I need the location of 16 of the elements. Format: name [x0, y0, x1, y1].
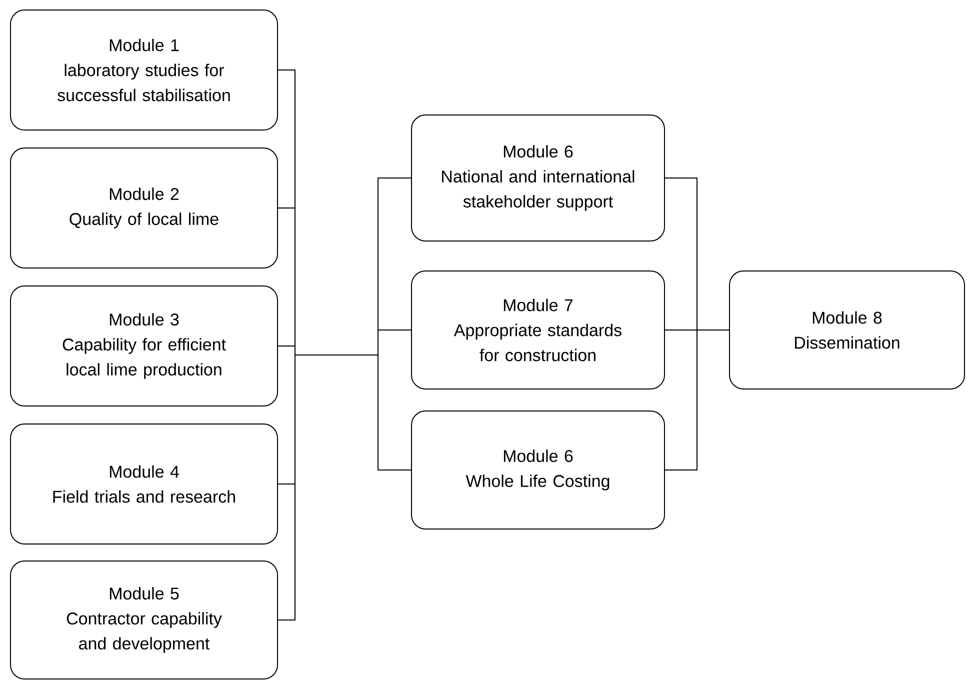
module-box: Module 3 Capability for efficient local lime production: [10, 286, 278, 406]
module-box: Module 2 Quality of local lime: [10, 148, 278, 268]
connector: [378, 330, 412, 356]
connector: [378, 354, 412, 470]
connector: [664, 178, 698, 330]
connector: [294, 354, 378, 356]
module-box: Module 6 Whole Life Costing: [411, 410, 665, 530]
module-box: Module 8 Dissemination: [729, 270, 965, 390]
connector: [278, 354, 296, 620]
module-box: Module 4 Field trials and research: [10, 424, 278, 544]
connector: [664, 330, 698, 470]
module-box: Module 7 Appropriate standards for construction: [411, 270, 665, 390]
module-box: Module 5 Contractor capability and development: [10, 560, 278, 680]
module-box: Module 1 laboratory studies for successful stabilisation: [10, 10, 278, 130]
module-box: Module 6 National and international stakeholder support: [411, 114, 665, 242]
connector: [278, 346, 296, 356]
